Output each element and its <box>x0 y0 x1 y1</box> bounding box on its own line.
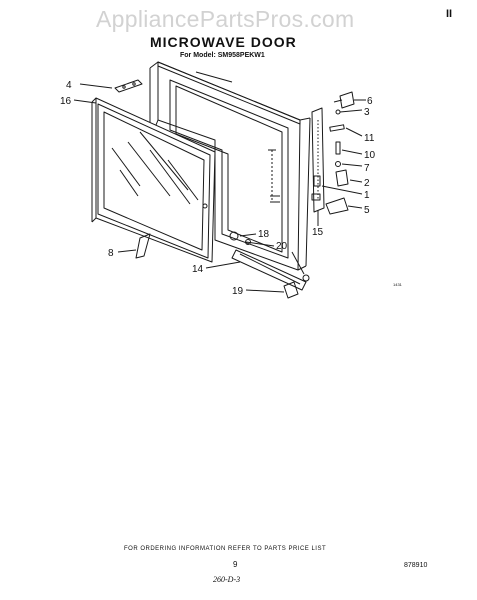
callout-3: 3 <box>364 107 370 118</box>
part-2-latch-lever <box>335 169 363 187</box>
part-6-latch <box>333 91 366 109</box>
callout-19: 19 <box>232 286 244 297</box>
part-3-screw <box>335 109 363 115</box>
leader-16 <box>73 99 97 104</box>
callout-18: 18 <box>258 229 270 240</box>
callout-14: 14 <box>192 264 204 275</box>
callout-16: 16 <box>60 96 72 107</box>
part-4-hinge-clip <box>79 79 143 93</box>
callout-5: 5 <box>364 205 370 216</box>
diagram-title: MICROWAVE DOOR <box>150 34 297 50</box>
callout-4: 4 <box>66 80 72 91</box>
callout-1: 1 <box>364 190 370 201</box>
part-1-actuator <box>321 185 363 195</box>
part-11-pin <box>329 124 363 137</box>
handwritten-note: 260-D-3 <box>213 575 241 584</box>
part-18-bushing <box>229 231 257 241</box>
callout-2: 2 <box>364 178 370 189</box>
part-7-washer <box>335 161 363 167</box>
model-subtitle: For Model: SM958PEKW1 <box>180 52 265 59</box>
callout-11: 11 <box>364 133 375 144</box>
corner-mark: II <box>446 8 453 20</box>
callout-10: 10 <box>364 150 376 161</box>
callout-15: 15 <box>312 227 324 238</box>
part-code: 878910 <box>404 562 428 569</box>
callout-6: 6 <box>367 96 373 107</box>
callout-8: 8 <box>108 248 114 259</box>
callout-20: 20 <box>276 241 288 252</box>
part-5-bracket <box>325 197 363 215</box>
small-code: 1431 <box>393 282 403 287</box>
ordering-note: FOR ORDERING INFORMATION REFER TO PARTS … <box>124 546 327 552</box>
part-10-spring <box>335 141 363 155</box>
part-20-leaders <box>245 239 310 282</box>
callout-labels: 4 16 8 6 3 11 10 7 2 1 5 15 18 20 14 19 … <box>60 80 403 297</box>
part-14-hinge-arm <box>205 249 307 291</box>
part-19-hinge-pin <box>245 281 299 299</box>
watermark: AppliancePartsPros.com <box>96 6 355 32</box>
door-window-panel <box>91 97 216 263</box>
page-number: 9 <box>233 560 238 569</box>
part-15-latch-bracket <box>311 107 325 226</box>
callout-7: 7 <box>364 163 370 174</box>
part-8-handle <box>117 233 151 259</box>
